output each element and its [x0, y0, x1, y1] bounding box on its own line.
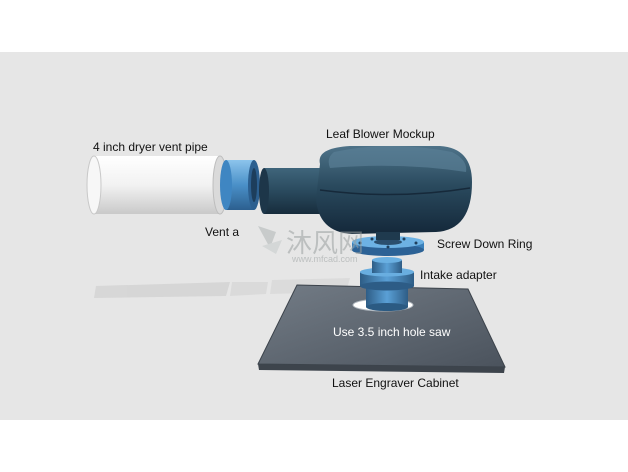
vent-adapter	[220, 160, 260, 210]
screw-down-ring	[352, 236, 424, 256]
watermark: 沐风网 www.mfcad.com	[258, 226, 364, 264]
intake-adapter	[360, 257, 414, 311]
label-hole-saw: Use 3.5 inch hole saw	[333, 325, 451, 339]
label-intake-adapter: Intake adapter	[420, 268, 497, 282]
label-vent-adapter: Vent a	[205, 225, 240, 239]
leaf-blower	[259, 146, 472, 240]
dryer-vent-pipe	[86, 155, 228, 215]
label-cabinet: Laser Engraver Cabinet	[332, 376, 459, 390]
label-dryer-vent-pipe: 4 inch dryer vent pipe	[93, 140, 208, 154]
watermark-logo-icon	[258, 226, 282, 254]
label-screw-down-ring: Screw Down Ring	[437, 237, 533, 251]
watermark-url: www.mfcad.com	[291, 254, 358, 264]
label-leaf-blower: Leaf Blower Mockup	[326, 127, 435, 141]
watermark-brand: 沐风网	[286, 228, 364, 258]
